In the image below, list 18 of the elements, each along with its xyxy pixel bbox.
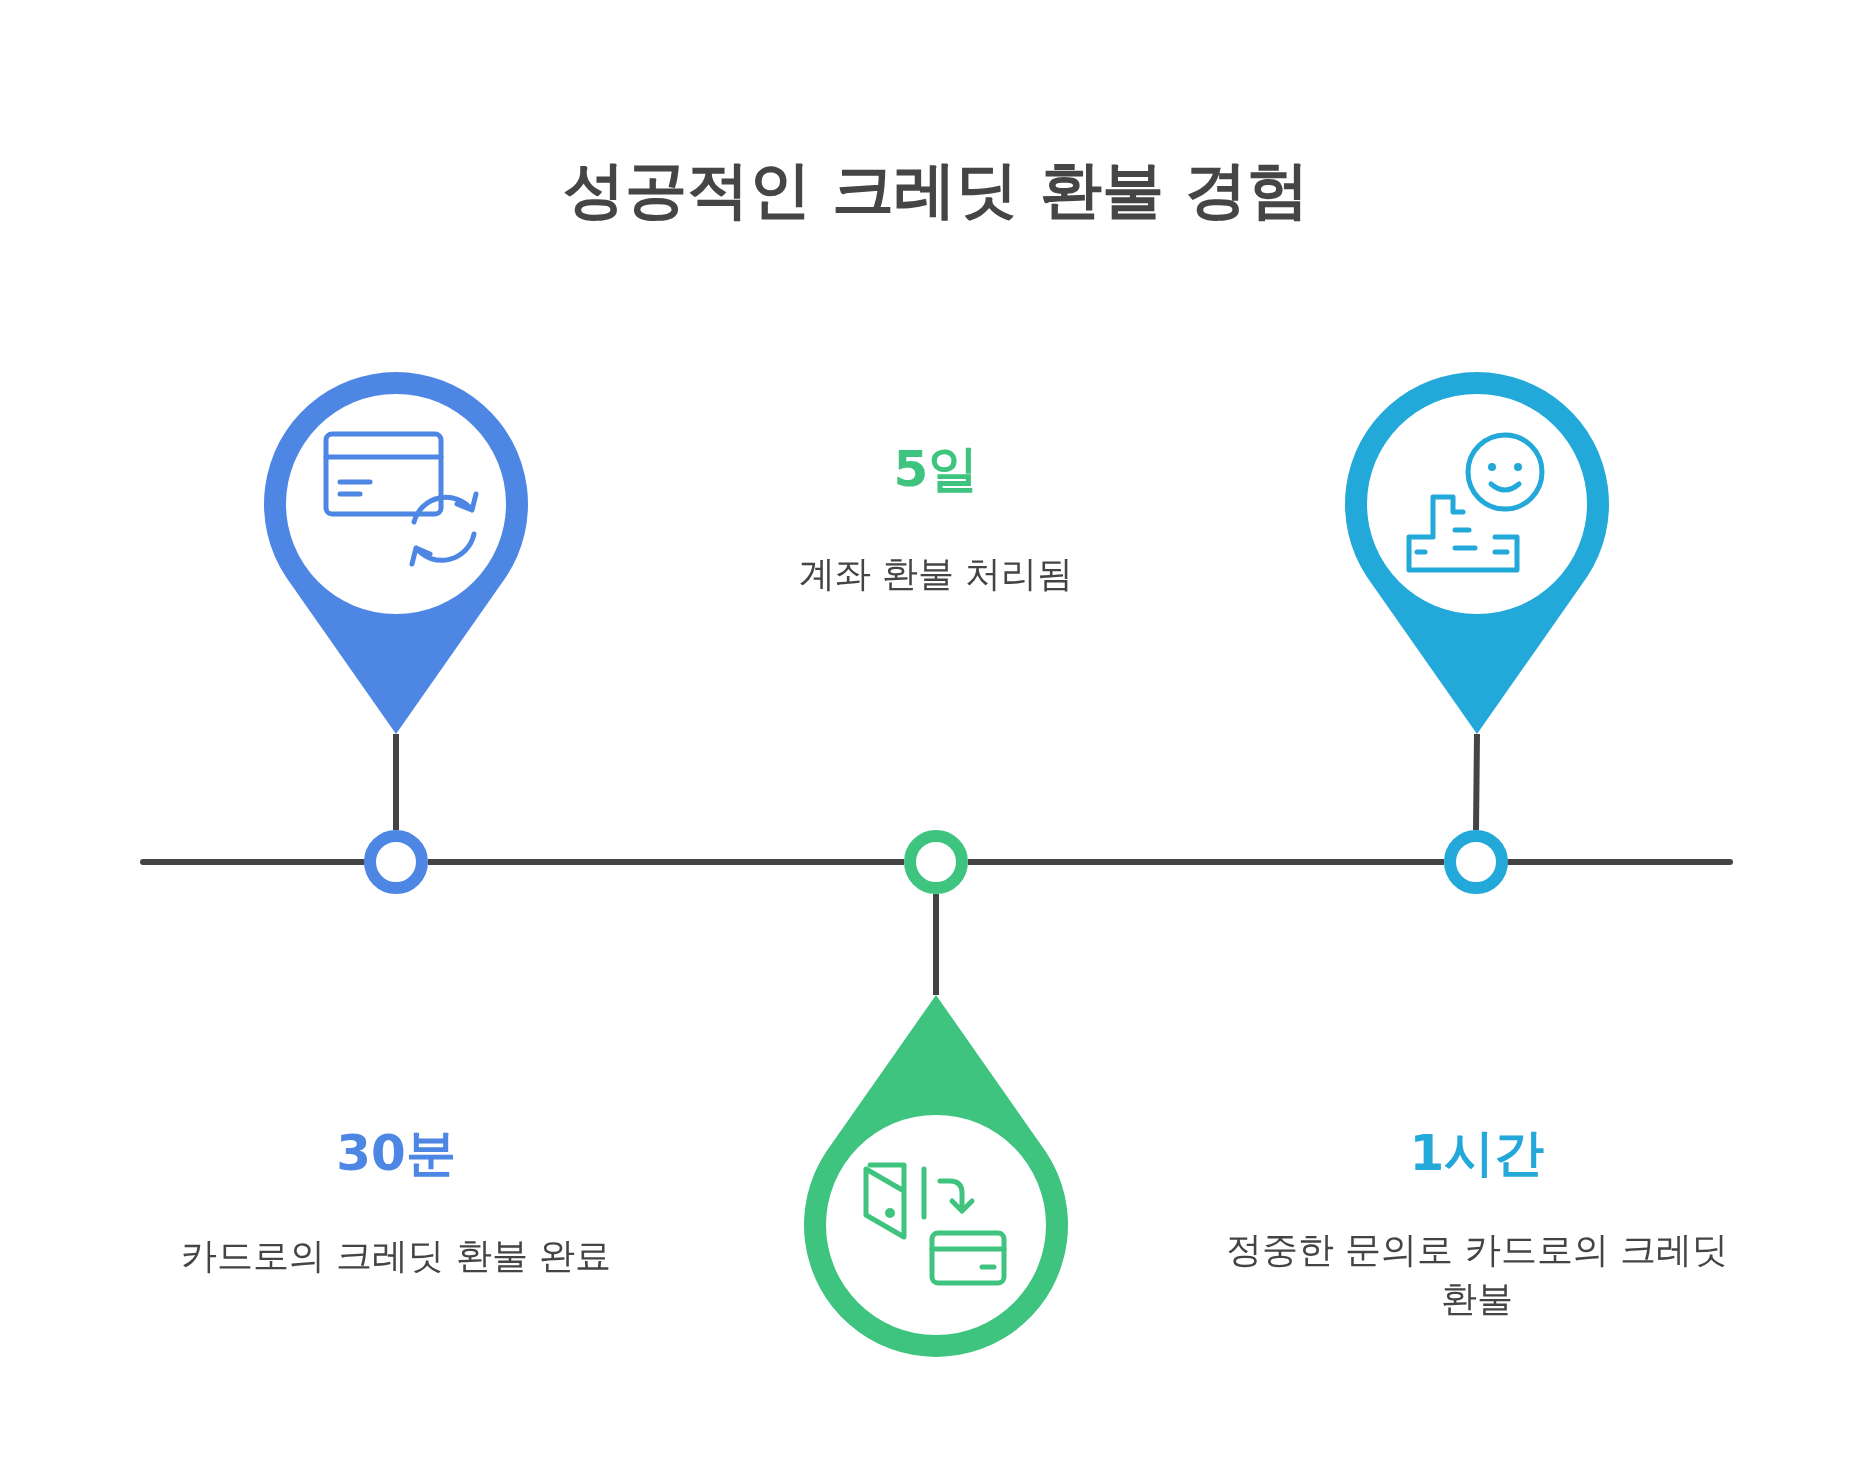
duration-label: 1시간: [1408, 1123, 1546, 1184]
location-pin: [1345, 372, 1609, 734]
location-pin: [804, 995, 1068, 1357]
connector-stem: [393, 734, 399, 830]
milestone-description: 카드로의 크레딧 환불 완료: [179, 1234, 613, 1278]
milestone-description: 계좌 환불 처리됨: [797, 552, 1075, 596]
location-pin: [264, 372, 528, 734]
timeline-marker: [364, 830, 428, 894]
connector-stem: [1473, 733, 1480, 831]
timeline-marker: [904, 830, 968, 894]
connector-stem: [933, 894, 939, 995]
milestone-description: 정중한 문의로 카드로의 크레딧 환불: [1224, 1228, 1730, 1321]
duration-label: 30분: [335, 1123, 457, 1184]
timeline-axis-line: [968, 859, 1444, 865]
duration-label: 5일: [892, 439, 980, 500]
title: 성공적인 크레딧 환불 경험: [561, 152, 1311, 228]
timeline-axis-line: [428, 859, 904, 865]
timeline-marker: [1444, 830, 1508, 894]
